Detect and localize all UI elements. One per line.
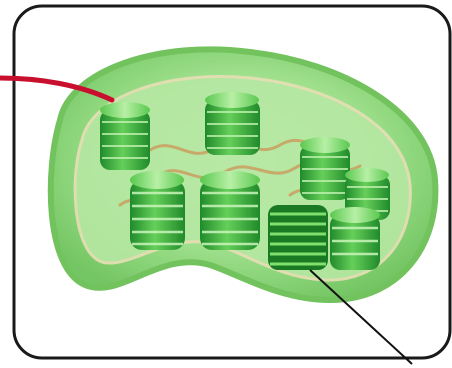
granum-stack-front-2 — [200, 171, 260, 250]
granum-stack-front-1 — [130, 171, 185, 250]
granum-stack-front-4 — [330, 207, 380, 270]
granum-stack-highlighted — [268, 205, 328, 270]
granum-stack-back-3 — [300, 137, 350, 200]
granum-stack-back-1 — [100, 102, 150, 170]
granum-stack-back-2 — [205, 92, 260, 155]
